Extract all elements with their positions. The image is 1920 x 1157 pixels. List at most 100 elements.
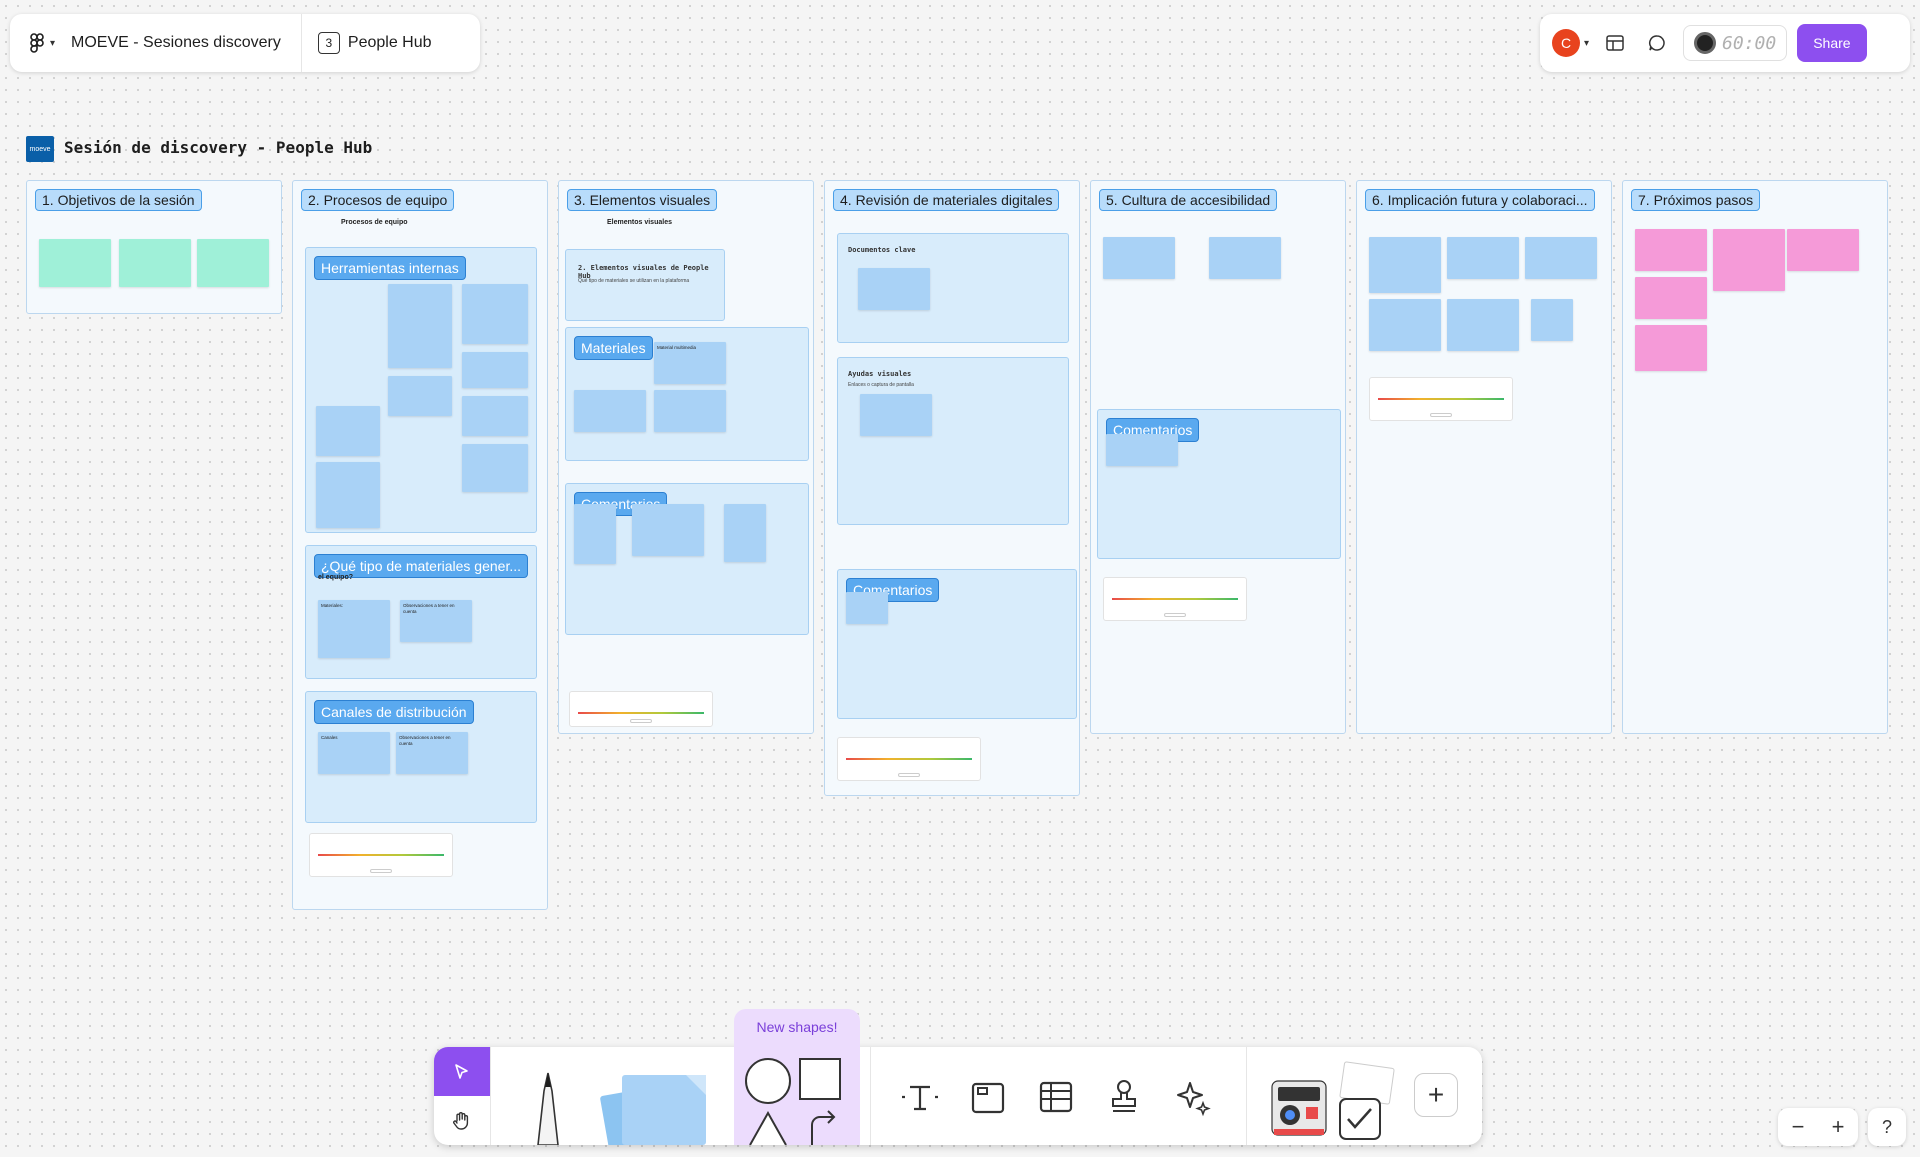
scale-chip[interactable] (898, 773, 920, 777)
sticky-note[interactable] (1713, 229, 1785, 291)
sticky-note[interactable] (316, 462, 380, 528)
subsection-documentos[interactable]: Documentos clave (837, 233, 1069, 343)
sticky-note[interactable] (574, 390, 646, 432)
satisfaction-scale[interactable] (837, 737, 981, 781)
sticky-note[interactable] (1106, 434, 1178, 466)
sticky-note[interactable] (724, 504, 766, 562)
sticky-note[interactable]: Material multimedia (654, 342, 726, 384)
subsection-materiales[interactable]: ¿Qué tipo de materiales gener... el equi… (305, 545, 537, 679)
subsection-comentarios[interactable]: Comentarios (1097, 409, 1341, 559)
sticky-note[interactable] (846, 592, 888, 624)
scale-chip[interactable] (1430, 413, 1452, 417)
sticky-note[interactable] (462, 352, 528, 388)
scale-bar[interactable] (578, 712, 704, 714)
sticky-note[interactable] (1635, 277, 1707, 319)
sticky-note[interactable] (119, 239, 191, 287)
sticky-note[interactable] (858, 268, 930, 310)
section-label[interactable]: 6. Implicación futura y colaboraci... (1365, 189, 1595, 211)
sticky-note[interactable] (1531, 299, 1573, 341)
stamp-tool[interactable] (1098, 1071, 1150, 1123)
sticky-note[interactable] (654, 390, 726, 432)
section-label[interactable]: 4. Revisión de materiales digitales (833, 189, 1060, 211)
share-button[interactable]: Share (1797, 24, 1867, 62)
subsection-label[interactable]: Materiales (574, 336, 653, 360)
scale-bar[interactable] (1378, 398, 1504, 400)
user-menu[interactable]: C ▾ (1552, 29, 1589, 57)
main-menu-button[interactable]: ▾ (10, 33, 71, 53)
satisfaction-scale[interactable] (309, 833, 453, 877)
satisfaction-scale[interactable] (1369, 377, 1513, 421)
file-name[interactable]: MOEVE - Sesiones discovery (71, 34, 281, 51)
subsection-label[interactable]: Herramientas internas (314, 256, 466, 280)
sticky-note[interactable] (1447, 299, 1519, 351)
move-tool[interactable] (434, 1047, 490, 1096)
subsection-comentarios[interactable]: Comentarios (837, 569, 1077, 719)
sticky-note[interactable] (388, 284, 452, 368)
sticky-note[interactable] (1525, 237, 1597, 279)
section-revision[interactable]: 4. Revisión de materiales digitales Docu… (824, 180, 1080, 796)
section-tool[interactable] (962, 1071, 1014, 1123)
section-label[interactable]: 7. Próximos pasos (1631, 189, 1761, 211)
section-cultura[interactable]: 5. Cultura de accesibilidad Comentarios (1090, 180, 1346, 734)
sticky-note[interactable] (1447, 237, 1519, 279)
checklist-widget[interactable] (1334, 1061, 1396, 1145)
sticky-note[interactable] (388, 376, 452, 416)
sticky-note[interactable] (1787, 229, 1859, 271)
section-proximos[interactable]: 7. Próximos pasos (1622, 180, 1888, 734)
section-label[interactable]: 1. Objetivos de la sesión (35, 189, 202, 211)
timer-button[interactable]: 60:00 (1683, 25, 1788, 61)
zoom-out-button[interactable]: − (1791, 1114, 1805, 1139)
sticky-note[interactable]: Materiales: (318, 600, 390, 658)
sticky-note[interactable] (462, 396, 528, 436)
scale-chip[interactable] (630, 719, 652, 723)
satisfaction-scale[interactable] (1103, 577, 1247, 621)
help-button[interactable]: ? (1868, 1108, 1906, 1146)
table-tool[interactable] (1030, 1071, 1082, 1123)
scale-bar[interactable] (846, 758, 972, 760)
sticky-note[interactable] (1369, 299, 1441, 351)
section-label[interactable]: 3. Elementos visuales (567, 189, 718, 211)
comment-icon[interactable] (1641, 27, 1673, 59)
scale-bar[interactable] (1112, 598, 1238, 600)
sticky-note[interactable] (1635, 229, 1707, 271)
pen-tool[interactable] (522, 1057, 574, 1145)
sticky-note[interactable] (1635, 325, 1707, 371)
sticky-note[interactable] (1369, 237, 1441, 293)
section-elementos[interactable]: 3. Elementos visuales Elementos visuales… (558, 180, 814, 734)
sticky-note-tool[interactable] (594, 1061, 722, 1145)
subsection-herramientas[interactable]: Herramientas internas (305, 247, 537, 533)
section-label[interactable]: 5. Cultura de accesibilidad (1099, 189, 1278, 211)
scale-chip[interactable] (370, 869, 392, 873)
scale-bar[interactable] (318, 854, 444, 856)
subsection-intro[interactable]: 2. Elementos visuales de People Hub Qué … (565, 249, 725, 321)
ai-tool[interactable] (1166, 1071, 1218, 1123)
satisfaction-scale[interactable] (569, 691, 713, 727)
more-tools-button[interactable]: + (1414, 1073, 1458, 1117)
sticky-note[interactable]: Observaciones a tener en cuenta (396, 732, 468, 774)
sticky-note[interactable] (462, 444, 528, 492)
sticky-note[interactable] (1209, 237, 1281, 279)
section-label[interactable]: 2. Procesos de equipo (301, 189, 455, 211)
subsection-label[interactable]: ¿Qué tipo de materiales gener... (314, 554, 528, 578)
shapes-tool[interactable]: New shapes! (734, 1009, 860, 1145)
zoom-in-button[interactable]: + (1831, 1114, 1845, 1139)
sticky-note[interactable] (316, 406, 380, 456)
sticky-note[interactable] (574, 504, 616, 564)
sticky-note[interactable] (316, 284, 380, 402)
sticky-note[interactable]: Canales (318, 732, 390, 774)
subsection-ayudas[interactable]: Ayudas visuales Enlaces o captura de pan… (837, 357, 1069, 525)
sticky-note[interactable]: Observaciones a tener en cuenta (400, 600, 472, 642)
subsection-label[interactable]: Canales de distribución (314, 700, 474, 724)
scale-chip[interactable] (1164, 613, 1186, 617)
sticky-note[interactable] (462, 284, 528, 344)
section-implicacion[interactable]: 6. Implicación futura y colaboraci... (1356, 180, 1612, 734)
section-objetivos[interactable]: 1. Objetivos de la sesión (26, 180, 282, 314)
layout-icon[interactable] (1599, 27, 1631, 59)
text-tool[interactable] (894, 1071, 946, 1123)
section-procesos[interactable]: 2. Procesos de equipo Procesos de equipo… (292, 180, 548, 910)
hand-tool[interactable] (434, 1096, 490, 1145)
sticky-note[interactable] (632, 504, 704, 556)
subsection-comentarios[interactable]: Comentarios (565, 483, 809, 635)
sticky-note[interactable] (197, 239, 269, 287)
sticky-note[interactable] (1103, 237, 1175, 279)
